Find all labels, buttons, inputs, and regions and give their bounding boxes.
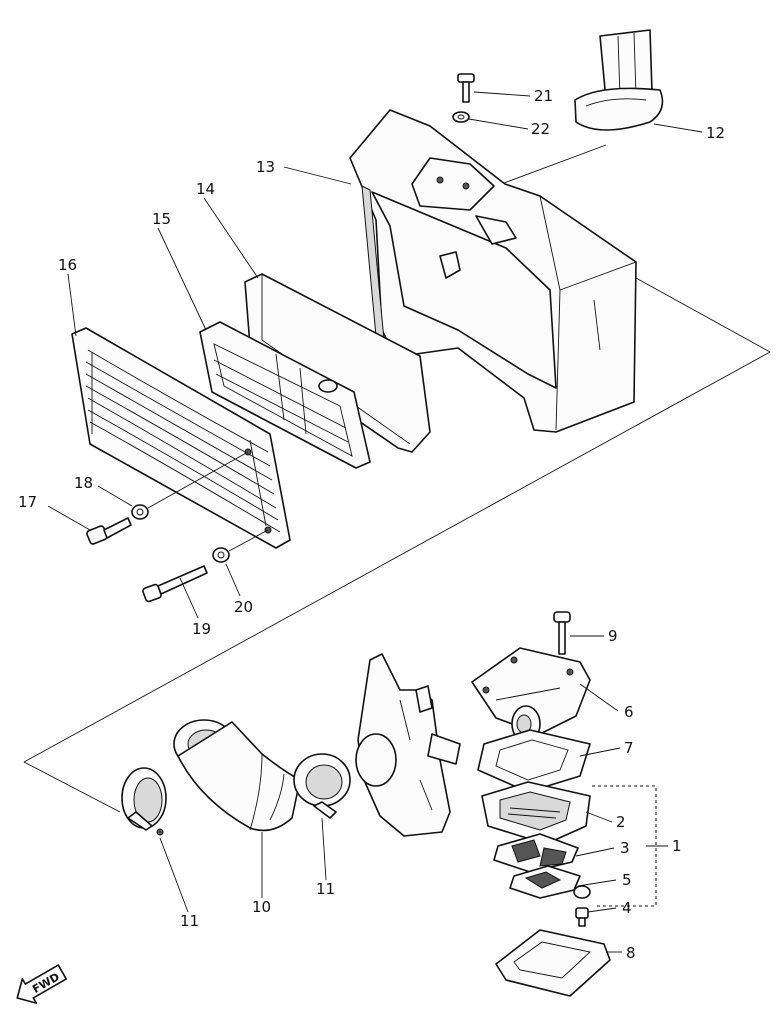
callout-11-middle: 11 <box>316 880 335 898</box>
bolt-part-21 <box>457 73 475 103</box>
air-box-case-part-13 <box>349 109 637 433</box>
bolt-part-9 <box>553 611 571 655</box>
screw-part-17 <box>86 517 132 545</box>
callout-22: 22 <box>531 120 550 138</box>
intake-duct-part-12 <box>503 29 664 184</box>
reeds-part-3 <box>493 833 579 873</box>
stopper-part-5 <box>509 865 591 899</box>
screw-19-line <box>228 529 269 552</box>
reed-cover-part-6 <box>471 647 591 743</box>
bracket-part-1 <box>592 785 668 907</box>
callout-11-left: 11 <box>180 912 199 930</box>
callout-15: 15 <box>152 210 171 228</box>
callout-4: 4 <box>622 899 632 917</box>
gasket-part-7 <box>477 729 591 793</box>
carburetor <box>355 653 461 837</box>
callout-2: 2 <box>616 813 626 831</box>
washer-part-22 <box>452 111 470 123</box>
callout-1: 1 <box>672 837 682 855</box>
callout-labels: 21 22 12 13 14 15 16 17 18 19 20 9 6 7 2… <box>18 87 725 962</box>
callout-3: 3 <box>620 839 630 857</box>
gasket-part-8 <box>495 929 611 997</box>
callout-20: 20 <box>234 598 253 616</box>
cover-grille-part-16 <box>71 327 291 549</box>
screw-part-19 <box>142 565 208 603</box>
clamp-part-11-left <box>121 767 167 836</box>
callout-18: 18 <box>74 474 93 492</box>
callout-21: 21 <box>534 87 553 105</box>
callout-9: 9 <box>608 627 618 645</box>
fwd-arrow-icon: FWD <box>16 964 68 1004</box>
washer-part-20 <box>212 547 230 563</box>
upper-boundary-lines <box>23 277 771 813</box>
callout-7: 7 <box>624 739 634 757</box>
callout-6: 6 <box>624 703 634 721</box>
callout-13: 13 <box>256 158 275 176</box>
callout-16: 16 <box>58 256 77 274</box>
callout-5: 5 <box>622 871 632 889</box>
washer-part-18 <box>131 504 149 520</box>
callout-8: 8 <box>626 944 636 962</box>
callout-10: 10 <box>252 898 271 916</box>
screw-17-line <box>147 451 249 509</box>
callout-17: 17 <box>18 493 37 511</box>
callout-14: 14 <box>196 180 215 198</box>
intake-joint-part-10 <box>173 719 301 832</box>
filter-frame-part-15 <box>199 321 371 469</box>
callout-19: 19 <box>192 620 211 638</box>
callout-12: 12 <box>706 124 725 142</box>
clamp-part-11-middle <box>293 753 351 819</box>
reed-valve-body-part-2 <box>481 781 591 845</box>
screw-part-4 <box>575 907 589 927</box>
leader-lines <box>47 91 703 953</box>
